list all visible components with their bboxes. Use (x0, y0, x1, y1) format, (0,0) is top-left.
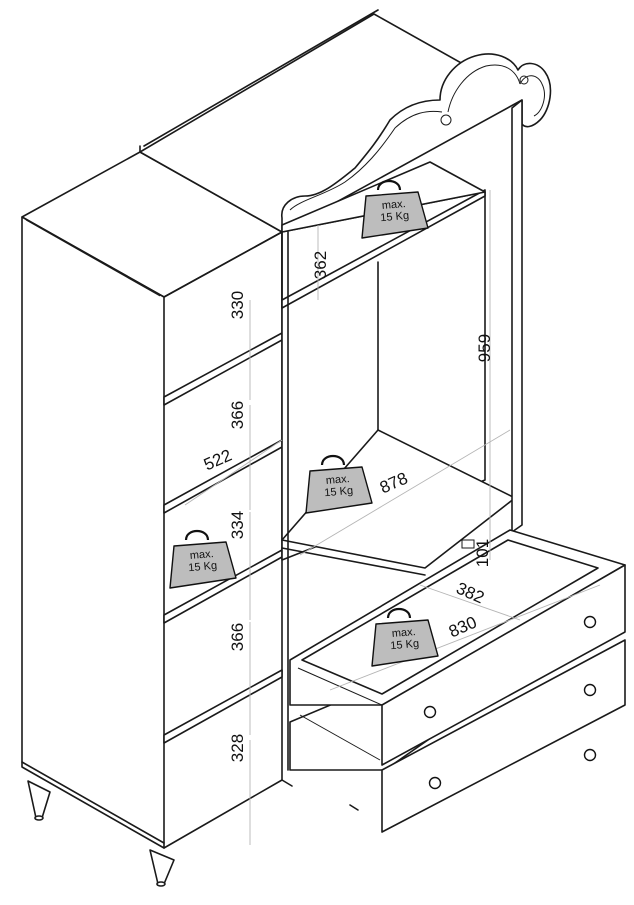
dimension-lines (184, 190, 601, 845)
right-cabinet (139, 9, 552, 771)
drawer-knob-icon (583, 615, 597, 629)
left-shelves (163, 332, 283, 744)
wardrobe-leg-icon (27, 780, 51, 821)
dimension-328: 328 (228, 734, 247, 762)
dimension-366-upper: 366 (228, 401, 247, 429)
left-cabinet-side (21, 216, 165, 849)
weight-label-line1: max. (391, 626, 416, 640)
right-side-panel (511, 99, 523, 533)
dimension-101: 101 (473, 539, 492, 567)
decorative-crown (281, 53, 552, 233)
dimension-330: 330 (228, 291, 247, 319)
left-shelf-1 (163, 332, 283, 406)
weight-bag-icon: max. 15 Kg (361, 179, 429, 239)
left-legs (27, 780, 175, 887)
drawer-knob-icon (583, 683, 597, 697)
drawer-bottom-front (381, 639, 626, 833)
weight-label-line2: 15 Kg (324, 485, 354, 499)
drawer-knob-icon (428, 776, 442, 790)
weight-bag-icon: max. 15 Kg (371, 607, 439, 667)
left-cabinet (21, 151, 293, 849)
weight-label-line2: 15 Kg (390, 638, 420, 652)
wardrobe-leg-icon (149, 849, 175, 887)
weight-bag-icon: max. 15 Kg (169, 529, 237, 589)
dimension-959: 959 (475, 334, 494, 362)
drawer-knob-icon (583, 748, 597, 762)
weight-bag-icon: max. 15 Kg (305, 454, 373, 514)
left-cabinet-front-edge (163, 231, 283, 849)
weight-label-line1: max. (381, 198, 406, 212)
dimension-334: 334 (228, 511, 247, 539)
weight-label-line2: 15 Kg (380, 210, 410, 224)
weight-label-line1: max. (325, 473, 350, 487)
weight-label-line1: max. (189, 548, 214, 562)
weight-label-line2: 15 Kg (188, 560, 218, 574)
left-shelf-4 (163, 669, 283, 744)
drawer-knob-icon (423, 705, 437, 719)
dimension-362: 362 (311, 251, 330, 279)
drawer-top-front (381, 564, 626, 766)
dimension-366-lower: 366 (228, 623, 247, 651)
